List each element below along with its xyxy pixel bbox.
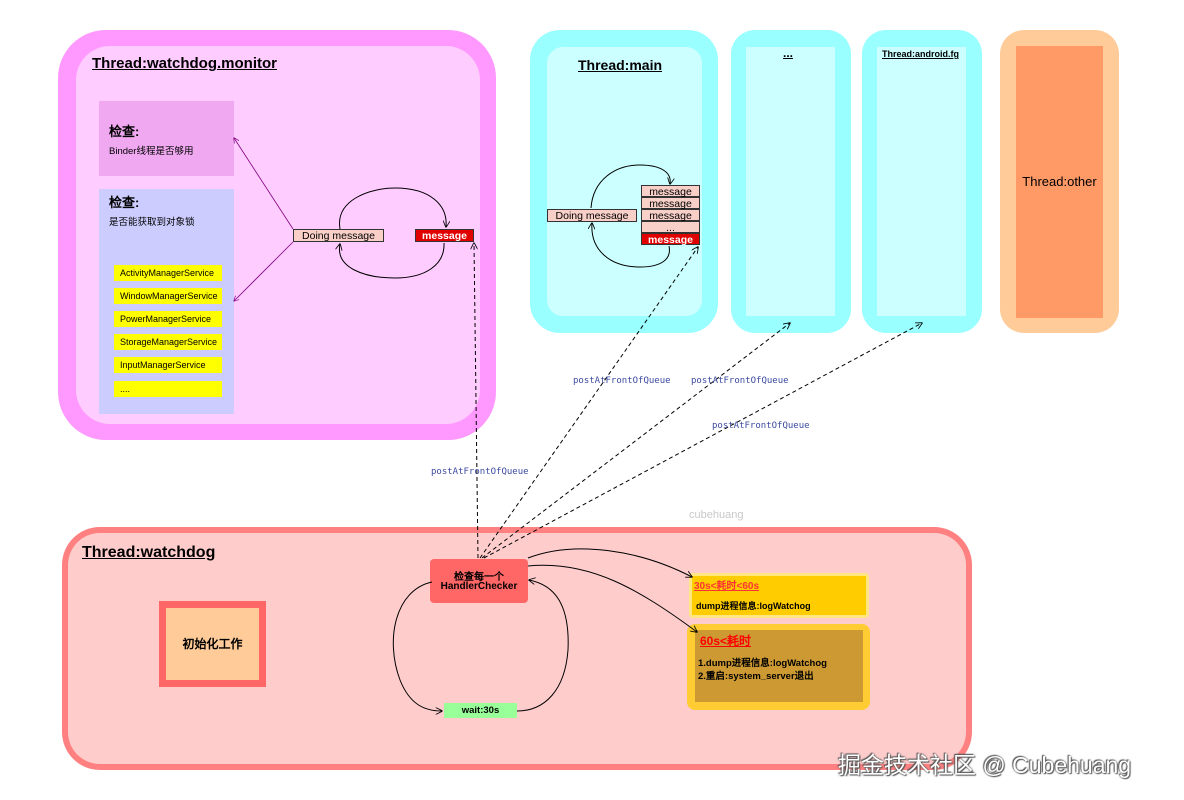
monitor-loop-top bbox=[339, 187, 447, 230]
watchdog-thread-title: Thread:watchdog bbox=[82, 544, 216, 561]
watchdog-loop-right bbox=[516, 580, 569, 712]
post-label-main: postAtFrontOfQueue bbox=[573, 376, 671, 386]
case-30-60-title: 30s<耗时<60s bbox=[694, 581, 760, 592]
post-to-monitor bbox=[474, 243, 479, 559]
init-work-inner bbox=[166, 608, 259, 680]
service-item: PowerManagerService bbox=[114, 311, 222, 327]
main-queue-message: message bbox=[641, 209, 700, 222]
case-60-line2: 2.重启:system_server退出 bbox=[698, 671, 814, 682]
handler-checker-box: 检查每一个 HandlerChecker bbox=[430, 559, 528, 603]
main-thread-title: Thread:main bbox=[578, 57, 663, 73]
checker-to-case1 bbox=[527, 548, 692, 577]
handler-checker-line1: 检查每一个 bbox=[454, 572, 504, 583]
init-work-label: 初始化工作 bbox=[182, 637, 243, 651]
post-to-main bbox=[479, 247, 698, 559]
post-to-ellipsis bbox=[481, 323, 790, 559]
check-binder-title: 检查: bbox=[109, 124, 140, 139]
post-label-monitor: postAtFrontOfQueue bbox=[431, 467, 529, 477]
service-item: .... bbox=[114, 381, 222, 397]
service-item: ActivityManagerService bbox=[114, 265, 222, 281]
post-to-fg bbox=[483, 323, 922, 559]
service-item: WindowManagerService bbox=[114, 288, 222, 304]
case-60-line1: 1.dump进程信息:logWatchog bbox=[698, 658, 827, 669]
main-loop-bottom bbox=[592, 223, 670, 268]
other-thread-inner bbox=[1016, 46, 1103, 318]
wait-box: wait:30s bbox=[444, 703, 517, 718]
check-binder-text: Binder线程是否够用 bbox=[109, 146, 194, 157]
main-queue-message: message bbox=[641, 197, 700, 210]
monitor-doing-message: Doing message bbox=[293, 229, 384, 242]
monitor-thread-title: Thread:watchdog.monitor bbox=[92, 55, 277, 72]
other-thread-title: Thread:other bbox=[1022, 174, 1097, 189]
ellipsis-thread-inner bbox=[746, 47, 835, 316]
case-30-60-inner: 30s<耗时<60s dump进程信息:logWatchog bbox=[692, 576, 866, 615]
main-thread-inner bbox=[547, 47, 702, 316]
watchdog-loop-left bbox=[392, 581, 442, 711]
ellipsis-thread-title: ... bbox=[783, 46, 794, 60]
fg-thread-title: Thread:android.fg bbox=[882, 49, 959, 59]
main-loop-top bbox=[590, 164, 670, 209]
case-60-title: 60s<耗时 bbox=[700, 634, 752, 648]
case-30-60-text: dump进程信息:logWatchog bbox=[696, 601, 811, 611]
monitor-check-binder-arrow bbox=[234, 138, 294, 230]
monitor-loop-bottom bbox=[339, 243, 445, 279]
case-60-inner: 60s<耗时 1.dump进程信息:logWatchog 2.重启:system… bbox=[695, 630, 863, 702]
check-lock-text: 是否能获取到对象锁 bbox=[109, 217, 195, 228]
check-lock-title: 检查: bbox=[109, 195, 140, 210]
check-binder-box: 检查: Binder线程是否够用 bbox=[99, 101, 234, 176]
monitor-message: message bbox=[415, 229, 474, 242]
fg-thread-inner bbox=[877, 47, 966, 316]
service-item: InputManagerService bbox=[114, 357, 222, 373]
checker-to-case2 bbox=[527, 564, 697, 632]
main-queue-message-new: message bbox=[641, 233, 700, 246]
monitor-check-lock-arrow bbox=[234, 241, 294, 301]
watermark-center: cubehuang bbox=[689, 509, 744, 521]
watermark-footer: 掘金技术社区 @ Cubehuang bbox=[838, 752, 1132, 778]
handler-checker-line2: HandlerChecker bbox=[440, 581, 518, 592]
main-queue-ellipsis: ... bbox=[641, 221, 700, 234]
main-doing-message: Doing message bbox=[547, 209, 637, 222]
service-item: StorageManagerService bbox=[114, 334, 222, 350]
main-queue-message: message bbox=[641, 185, 700, 198]
post-label-ellipsis: postAtFrontOfQueue bbox=[691, 376, 789, 386]
post-label-fg: postAtFrontOfQueue bbox=[712, 421, 810, 431]
